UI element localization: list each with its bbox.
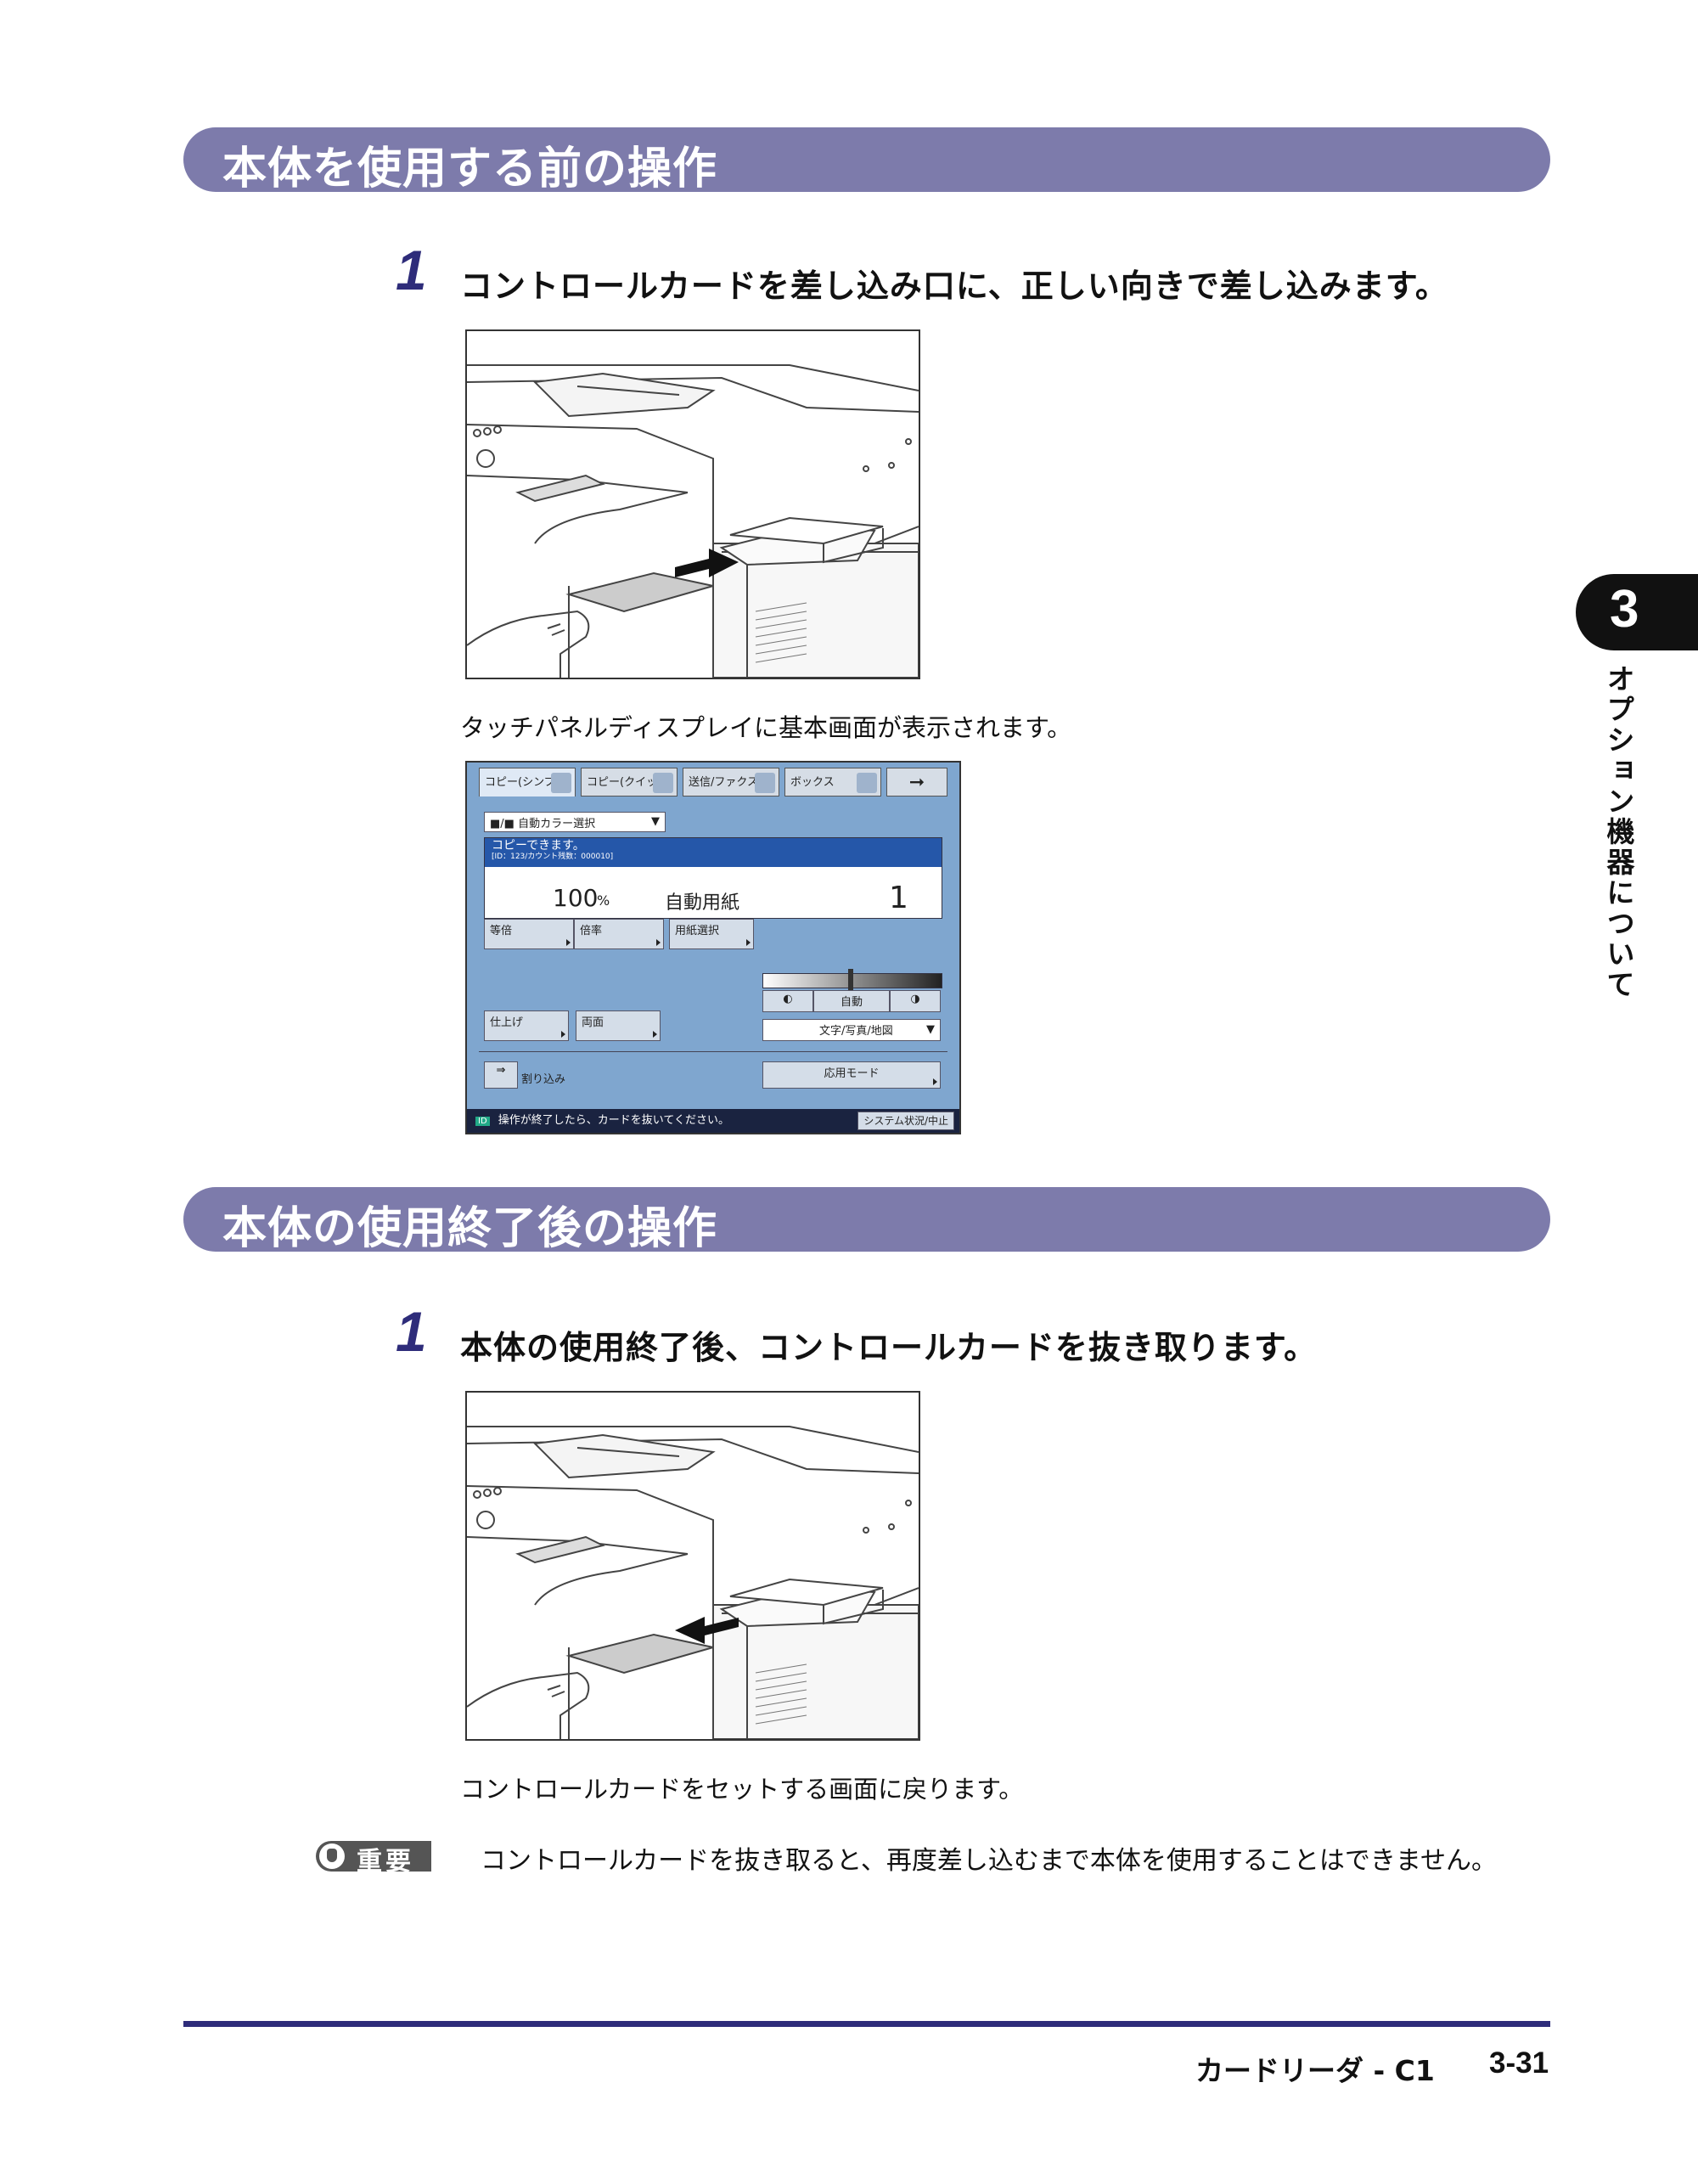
important-label: 重要	[357, 1847, 414, 1877]
paper-value: 自動用紙	[665, 892, 740, 914]
chapter-number: 3	[1610, 580, 1639, 639]
tab-label: コピー(シンプル)	[485, 776, 571, 789]
button-label: 用紙選択	[675, 925, 720, 937]
box-icon	[857, 773, 877, 793]
button-label: 両面	[582, 1016, 604, 1029]
tab-label: 送信/ファクス	[689, 776, 758, 789]
send-icon	[755, 773, 775, 793]
darker-icon: ◑	[910, 993, 920, 1005]
section-heading-text: 本体を使用する前の操作	[222, 144, 718, 194]
ratio-button[interactable]: 倍率	[574, 919, 664, 949]
dropdown-arrow-icon: ▼	[926, 1023, 935, 1036]
tab-label: ボックス	[790, 776, 835, 789]
section-heading-text: 本体の使用終了後の操作	[222, 1203, 718, 1254]
button-label: 倍率	[580, 925, 603, 937]
tab-copy-quick[interactable]: コピー(クイック)	[581, 768, 678, 796]
ratio-value: 100	[553, 884, 599, 912]
illustration-insert-card	[465, 329, 920, 679]
status-bar: ID 操作が終了したら、カードを抜いてください。 システム状況/中止	[467, 1109, 959, 1133]
same-size-button[interactable]: 等倍	[484, 919, 574, 949]
tab-send-fax[interactable]: 送信/ファクス	[683, 768, 779, 796]
color-select-dropdown[interactable]: ■/■ 自動カラー選択 ▼	[484, 812, 666, 832]
section-heading-before-use: 本体を使用する前の操作	[183, 127, 1550, 194]
status-sub: [ID：123/カウント残数：000010]	[492, 853, 614, 861]
illustration-remove-card	[465, 1391, 920, 1741]
button-label: 自動	[840, 996, 863, 1009]
section-heading-after-use: 本体の使用終了後の操作	[183, 1187, 1550, 1254]
density-darker-button[interactable]: ◑	[890, 990, 941, 1012]
page-number: 3-31	[1489, 2046, 1549, 2080]
step-number: 1	[396, 1300, 427, 1363]
result-text: コントロールカードをセットする画面に戻ります。	[460, 1775, 1024, 1804]
chapter-tab: 3	[1576, 574, 1698, 650]
dropdown-arrow-icon: ▼	[651, 815, 660, 828]
interrupt-button[interactable]: ⇒	[484, 1061, 518, 1089]
status-title: コピーできます。	[492, 839, 585, 853]
interrupt-label: 割り込み	[521, 1073, 566, 1086]
divider	[479, 1051, 947, 1052]
image-mode-value: 文字/写真/地図	[819, 1025, 893, 1038]
arrow-right-icon: ➞	[908, 772, 925, 793]
tab-label: コピー(クイック)	[587, 776, 673, 789]
button-label: 仕上げ	[490, 1016, 524, 1029]
touch-panel-screen: コピー(シンプル) コピー(クイック) 送信/ファクス ボックス ➞ ■/■ 自…	[465, 761, 961, 1134]
duplex-button[interactable]: 両面	[576, 1010, 661, 1041]
system-status-button[interactable]: システム状況/中止	[857, 1112, 954, 1130]
footer-title: カードリーダ - C1	[1195, 2054, 1435, 2087]
image-mode-dropdown[interactable]: 文字/写真/地図 ▼	[762, 1019, 941, 1041]
step-number: 1	[396, 239, 427, 301]
next-arrow-button[interactable]: ➞	[886, 768, 947, 796]
result-text: タッチパネルディスプレイに基本画面が表示されます。	[460, 713, 1072, 742]
color-select-value: ■/■ 自動カラー選択	[490, 818, 596, 830]
copies-value: 1	[889, 881, 908, 915]
status-bar-message: 操作が終了したら、カードを抜いてください。	[498, 1114, 730, 1127]
copy-icon	[551, 773, 571, 793]
lighter-icon: ◐	[783, 993, 793, 1005]
density-slider[interactable]	[762, 969, 942, 991]
copy-status-box: コピーできます。 [ID：123/カウント残数：000010] 100 % 自動…	[484, 837, 942, 919]
tab-copy-simple[interactable]: コピー(シンプル)	[479, 768, 576, 796]
copy-icon	[653, 773, 673, 793]
button-label: 応用モード	[824, 1067, 880, 1080]
button-label: システム状況/中止	[863, 1115, 948, 1127]
footer-rule	[183, 2021, 1550, 2027]
hand-stop-icon	[319, 1843, 345, 1869]
chapter-title: オプション機器について	[1602, 664, 1635, 1000]
important-text: コントロールカードを抜き取ると、再度差し込むまで本体を使用することはできません。	[481, 1846, 1497, 1876]
status-header: コピーできます。 [ID：123/カウント残数：000010]	[485, 838, 942, 867]
ratio-unit: %	[597, 892, 610, 909]
finishing-button[interactable]: 仕上げ	[484, 1010, 569, 1041]
id-icon: ID	[475, 1117, 490, 1126]
special-features-button[interactable]: 応用モード	[762, 1061, 941, 1089]
interrupt-icon: ⇒	[496, 1064, 506, 1077]
important-badge: 重要	[316, 1841, 431, 1877]
step-instruction: コントロールカードを差し込み口に、正しい向きで差し込みます。	[460, 267, 1448, 305]
density-auto-button[interactable]: 自動	[813, 990, 890, 1012]
tab-box[interactable]: ボックス	[784, 768, 881, 796]
density-lighter-button[interactable]: ◐	[762, 990, 813, 1012]
paper-select-button[interactable]: 用紙選択	[669, 919, 754, 949]
step-instruction: 本体の使用終了後、コントロールカードを抜き取ります。	[460, 1329, 1318, 1366]
slider-handle[interactable]	[848, 969, 853, 991]
button-label: 等倍	[490, 925, 513, 937]
